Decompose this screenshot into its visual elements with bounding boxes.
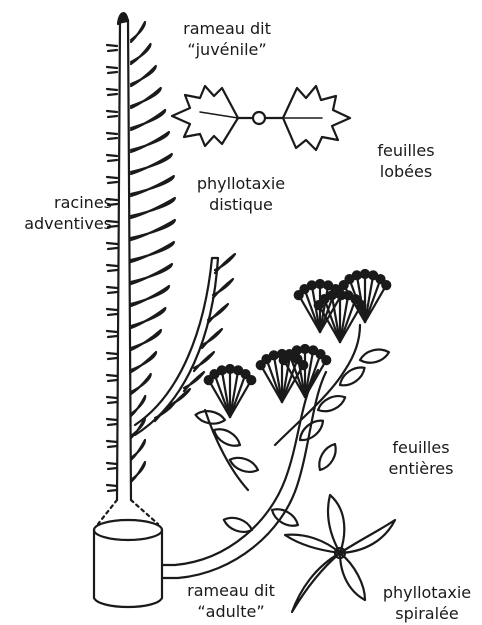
root-tick [107, 89, 117, 95]
stem-leaf [131, 352, 156, 372]
stem-leaf [131, 176, 174, 196]
entire-leaf [228, 454, 260, 476]
root-tick [107, 111, 117, 117]
root-tick [107, 177, 117, 183]
flower-bud [247, 376, 255, 384]
root-tick [107, 45, 117, 51]
juvenile-twig [238, 112, 283, 124]
stem-leaf [131, 132, 169, 152]
stem-leaf [131, 308, 165, 328]
root-tick [107, 353, 117, 359]
root-tick [107, 67, 117, 73]
label-racines-adventives: racines adventives [6, 192, 112, 234]
stem-leaf [131, 374, 151, 394]
stem-leaf [131, 330, 161, 350]
stem-leaf [131, 396, 145, 416]
stem-leaf [131, 286, 169, 306]
entire-leaf [315, 441, 340, 473]
pot [94, 500, 162, 607]
stem-leaf [131, 198, 175, 218]
stem-leaf [131, 66, 156, 86]
distichous-leaves [131, 22, 175, 482]
stem-leaf [131, 88, 161, 108]
root-tick [107, 287, 117, 293]
label-phyllotaxie-distique: phyllotaxie distique [186, 173, 296, 215]
label-feuilles-entieres: feuilles entières [378, 437, 464, 479]
entire-leaf [315, 392, 347, 416]
side-leaf [184, 372, 204, 391]
main-stem [117, 13, 131, 500]
entire-leaf [194, 409, 226, 426]
label-rameau-adulte: rameau dit “adulte” [176, 580, 286, 622]
flower-bud [353, 271, 361, 279]
flower-bud [316, 280, 324, 288]
root-tick [107, 331, 117, 337]
adventitious-roots [107, 45, 117, 491]
flower-bud [322, 356, 330, 364]
stem-leaf [131, 440, 145, 460]
umbel [205, 365, 256, 417]
flower-bud [301, 345, 309, 353]
lobed-leaf-right [283, 86, 350, 150]
root-tick [107, 441, 117, 447]
entire-leaf [358, 346, 390, 365]
flower-bud [226, 365, 234, 373]
label-feuilles-lobees: feuilles lobées [366, 140, 446, 182]
flower-bud [382, 281, 390, 289]
stem-leaf [131, 242, 174, 262]
stem-leaf [131, 418, 145, 438]
root-tick [107, 419, 117, 425]
root-tick [107, 397, 117, 403]
flower-bud [293, 346, 301, 354]
juvenile-side-branch [135, 258, 218, 435]
root-tick [107, 463, 117, 469]
stem-leaf [131, 22, 145, 42]
flower-umbels [205, 270, 391, 417]
root-tick [107, 133, 117, 139]
flower-bud [270, 351, 278, 359]
root-tick [107, 309, 117, 315]
flower-bud [337, 291, 345, 299]
root-tick [107, 375, 117, 381]
root-tick [107, 265, 117, 271]
lobed-leaf-left [172, 86, 238, 146]
stem-leaf [131, 264, 172, 284]
label-phyllotaxie-spiralee: phyllotaxie spiralée [372, 582, 482, 624]
root-tick [107, 243, 117, 249]
stem-leaf [131, 220, 175, 240]
label-rameau-juvenile: rameau dit “juvénile” [172, 18, 282, 60]
flower-bud [361, 270, 369, 278]
stem-leaf [131, 462, 145, 482]
root-tick [107, 485, 117, 491]
stem-leaf [131, 154, 172, 174]
root-tick [107, 155, 117, 161]
flower-bud [308, 281, 316, 289]
stem-leaf [131, 110, 165, 130]
flower-bud [218, 366, 226, 374]
stem-leaf [131, 44, 150, 64]
